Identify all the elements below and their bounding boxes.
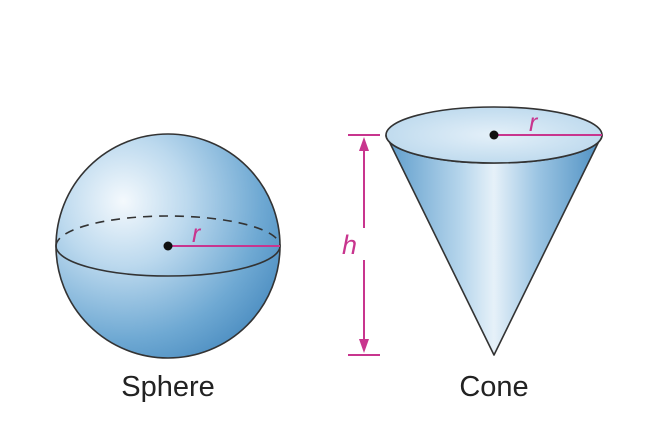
sphere: r [55, 133, 281, 359]
sphere-equator-back [55, 215, 281, 247]
cone-body [385, 134, 603, 356]
height-arrow-up [359, 137, 369, 151]
cone-height-dimension: h [342, 134, 380, 356]
height-label-gap [352, 228, 376, 260]
sphere-equator-front [55, 245, 281, 277]
cone: r [385, 106, 603, 356]
cone-center-dot [489, 130, 499, 140]
sphere-radius-label: r [192, 220, 202, 248]
height-arrow-down [359, 339, 369, 353]
cone-radius-label: r [529, 109, 539, 137]
sphere-center-dot [163, 241, 173, 251]
sphere-caption: Sphere [121, 371, 215, 403]
cone-height-label: h [342, 230, 357, 260]
cone-caption: Cone [459, 371, 528, 403]
